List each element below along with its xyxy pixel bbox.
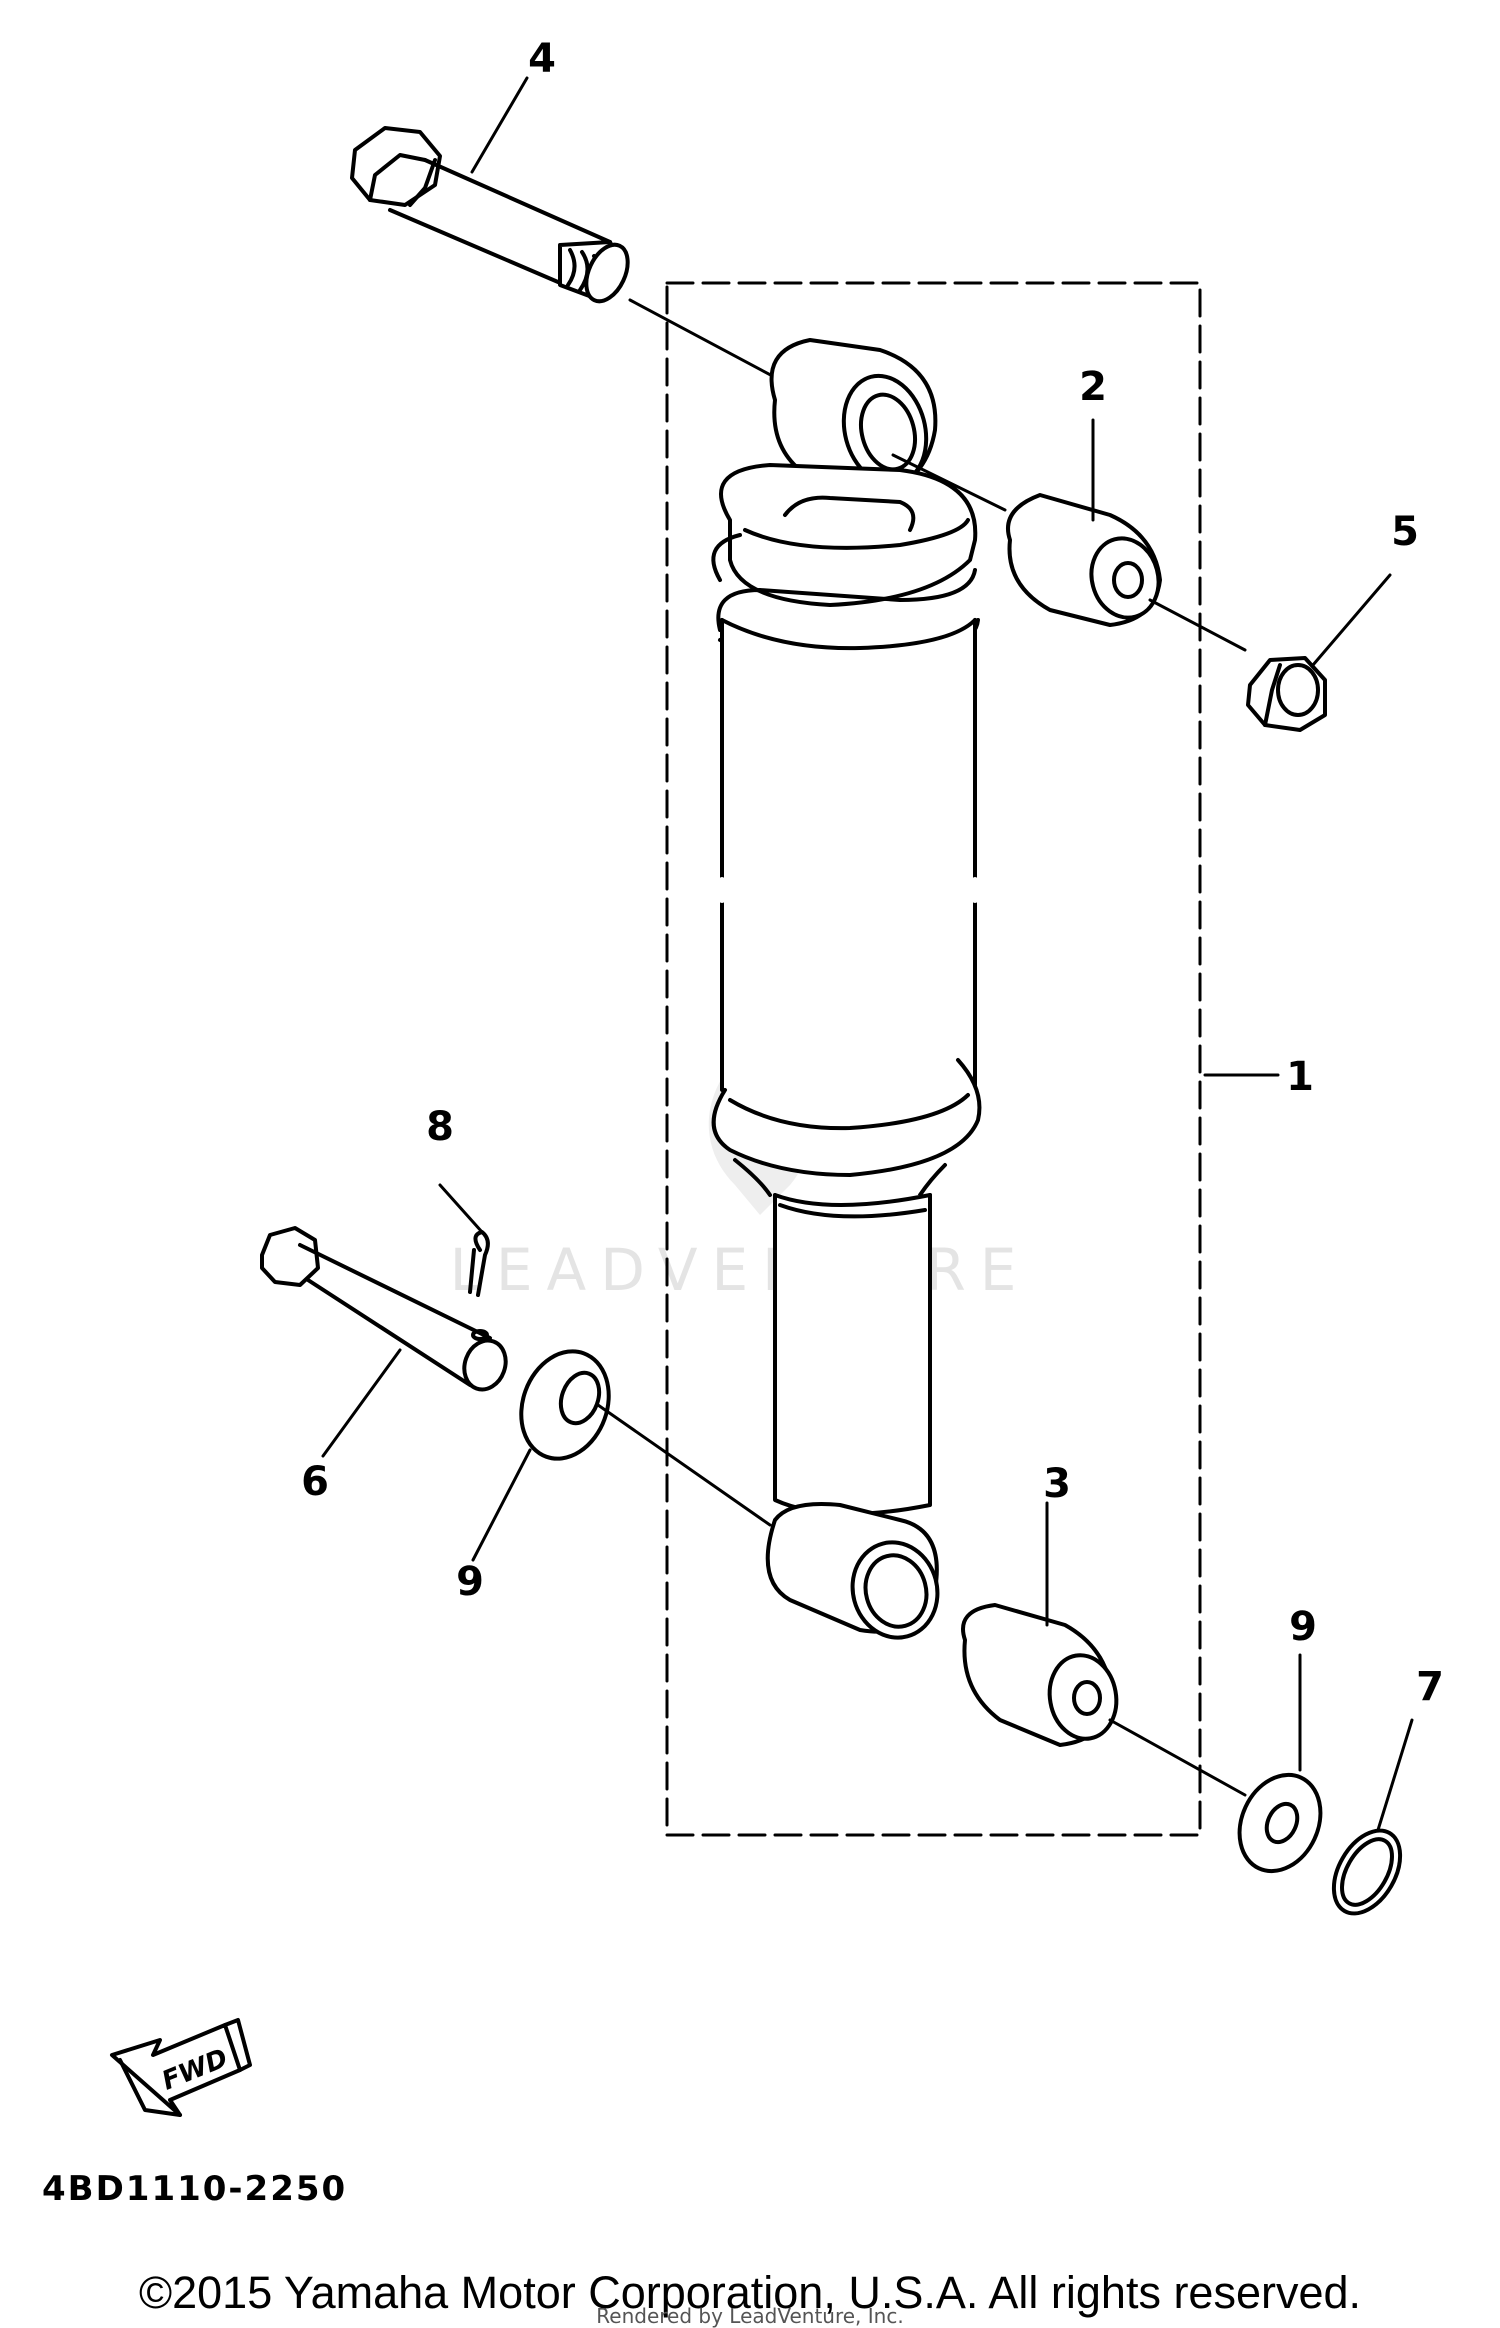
callout-6: 6: [301, 1459, 329, 1505]
nut-5-axis: [1148, 598, 1247, 652]
leader-lines: [321, 76, 1414, 1832]
collar-2-axis: [891, 453, 1007, 512]
bolt-4-axis: [628, 298, 782, 382]
rendered-by-credit: Rendered by LeadVenture, Inc.: [596, 2304, 904, 2328]
pin-6-part: [260, 1226, 508, 1392]
washer-9-right-part: [1237, 1772, 1323, 1874]
callout-7: 7: [1416, 1664, 1444, 1710]
callout-4: 4: [528, 36, 556, 82]
washer-9-left-axis: [596, 1403, 772, 1527]
nut-5-part: [1246, 656, 1327, 732]
fwd-arrow-icon: FWD: [110, 2018, 252, 2117]
washer-9-left-part: [519, 1349, 611, 1461]
callout-labels: 4 2 5 1 8 6 9 3 9 7: [301, 36, 1444, 1710]
shock-lower-ring: [711, 1058, 982, 1197]
shock-lower-tube: [773, 1193, 932, 1516]
shock-body: [719, 618, 978, 1114]
callout-3: 3: [1043, 1461, 1071, 1507]
callout-5: 5: [1391, 509, 1419, 555]
callout-1: 1: [1286, 1054, 1314, 1100]
watermark-text: LEADVENTURE: [450, 1236, 1031, 1304]
collar-2-part: [1006, 493, 1162, 627]
callout-2: 2: [1079, 364, 1107, 410]
callout-9-left: 9: [456, 1559, 484, 1605]
collar-3-part: [961, 1603, 1119, 1747]
collar-3-axis: [1108, 1718, 1247, 1797]
callout-8: 8: [426, 1104, 454, 1150]
assembly-boundary-box: [665, 281, 1202, 1837]
bolt-4-part: [350, 126, 630, 304]
washer-7-part: [1331, 1828, 1403, 1916]
copyright-notice: ©2015 Yamaha Motor Corporation, U.S.A. A…: [138, 2267, 1362, 2318]
shock-lower-eye: [765, 1502, 940, 1640]
diagram-part-number: 4BD1110-2250: [42, 2169, 347, 2209]
callout-9-right: 9: [1289, 1604, 1317, 1650]
